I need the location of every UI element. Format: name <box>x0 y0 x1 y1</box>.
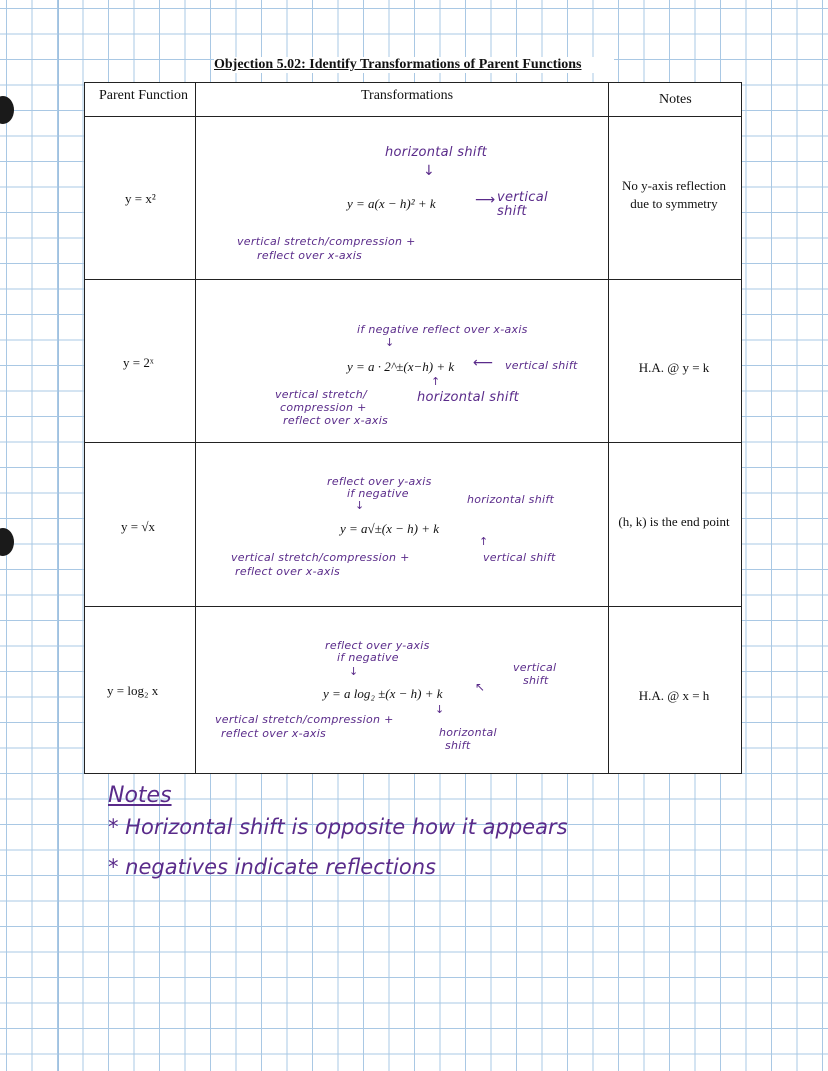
binder-hole <box>0 96 14 124</box>
annotation-vertical-stretch: vertical stretch/ <box>275 388 367 401</box>
annotation-reflect: reflect over x-axis <box>257 249 363 262</box>
annotation-horizontal-shift: horizontal shift <box>467 493 555 506</box>
parent-function: y = 2ˣ <box>123 355 154 370</box>
annotation-horizontal-shift: horizontal shift <box>417 390 520 405</box>
arrow-down-icon: ↓ <box>355 499 365 512</box>
annotation-shift: shift <box>523 674 549 687</box>
binder-hole <box>0 528 14 556</box>
arrow-down-icon: ↓ <box>349 665 359 678</box>
annotation-reflect: reflect over x-axis <box>221 727 327 740</box>
annotation-reflect-y: reflect over y-axis <box>327 475 432 488</box>
annotation-vertical-shift: vertical shift <box>497 190 548 219</box>
notes-line: * negatives indicate reflections <box>108 855 436 879</box>
transformation-formula: y = a√±(x − h) + k <box>340 521 440 536</box>
page-title: Objection 5.02: Identify Transformations… <box>214 57 614 73</box>
annotation-if-negative: if negative <box>347 487 409 500</box>
arrow-left-icon: ⟵ <box>473 355 494 371</box>
annotation-reflect-negative: if negative reflect over x-axis <box>357 323 528 336</box>
row-divider <box>85 606 741 607</box>
notes-line: * Horizontal shift is opposite how it ap… <box>108 815 568 839</box>
header-notes: Notes <box>659 92 692 107</box>
annotation-vertical: vertical <box>513 661 557 674</box>
annotation-vertical-stretch: vertical stretch/compression + <box>237 235 416 248</box>
arrow-up-icon: ↑ <box>479 535 489 548</box>
parent-function: y = √x <box>121 519 155 534</box>
annotation-reflect: reflect over x-axis <box>283 414 389 427</box>
annotation-reflect-y: reflect over y-axis <box>325 639 430 652</box>
notes-heading: Notes <box>108 783 172 808</box>
arrow-up-icon: ↑ <box>431 375 441 388</box>
row-note: H.A. @ y = k <box>638 360 710 375</box>
transformation-formula: y = a log₂ ±(x − h) + k <box>323 686 443 701</box>
annotation-vertical-shift: vertical shift <box>483 551 556 564</box>
annotation-vertical-stretch: vertical stretch/compression + <box>231 551 410 564</box>
row-note: (h, k) is the end point <box>618 514 730 529</box>
annotation-compression: compression + <box>280 401 367 414</box>
annotation-horizontal-shift: horizontal shift <box>385 145 488 160</box>
header-parent-function: Parent Function <box>99 88 189 103</box>
annotation-vertical-shift: vertical shift <box>505 359 578 372</box>
row-note: H.A. @ x = h <box>638 688 710 703</box>
header-transformations: Transformations <box>361 88 454 103</box>
transformation-formula: y = a(x − h)² + k <box>347 196 436 211</box>
notebook-margin-line <box>58 0 59 1071</box>
row-divider <box>85 442 741 443</box>
row-divider <box>85 116 741 117</box>
parent-function: y = x² <box>125 191 156 206</box>
column-divider <box>608 83 609 773</box>
transformations-table: Parent Function Transformations Notes y … <box>84 82 742 774</box>
arrow-down-icon: ↓ <box>385 336 395 349</box>
row-note: No y-axis reflection due to symmetry <box>622 178 726 211</box>
annotation-if-negative: if negative <box>337 651 399 664</box>
transformation-formula: y = a · 2^±(x−h) + k <box>347 359 455 374</box>
arrow-down-icon: ↓ <box>423 163 435 179</box>
arrow-left-icon: ↖ <box>475 680 486 694</box>
annotation-vertical-stretch: vertical stretch/compression + <box>215 713 394 726</box>
parent-function: y = log₂ x <box>107 683 159 698</box>
annotation-shift: shift <box>445 739 471 752</box>
arrow-down-icon: ↓ <box>435 703 445 716</box>
column-divider <box>195 83 196 773</box>
annotation-horizontal: horizontal <box>439 726 497 739</box>
row-divider <box>85 279 741 280</box>
arrow-right-icon: ⟶ <box>475 192 496 208</box>
annotation-reflect: reflect over x-axis <box>235 565 341 578</box>
